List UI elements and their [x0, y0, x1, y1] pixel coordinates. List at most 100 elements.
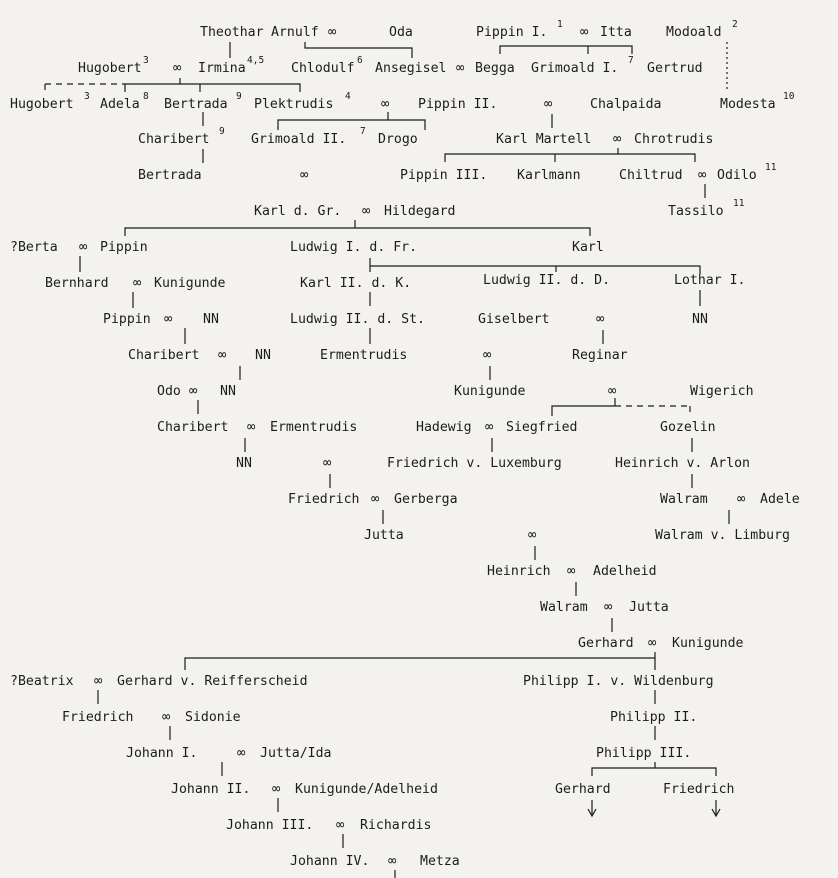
person-metza: Metza	[420, 854, 460, 869]
marriage-symbol: ∞	[613, 131, 622, 147]
person-lothar1: Lothar I.	[674, 273, 745, 288]
person-heinrich: Heinrich	[487, 564, 551, 579]
person-friedrich-2: Friedrich	[62, 710, 133, 725]
person-richardis: Richardis	[360, 818, 431, 833]
marriage-symbol: ∞	[94, 673, 103, 689]
person-philipp1: Philipp I. v. Wildenburg	[523, 674, 714, 689]
person-karlmann: Karlmann	[517, 168, 581, 183]
person-kunigunde-adelheid: Kunigunde/Adelheid	[295, 782, 438, 797]
person-chlodulf: Chlodulf	[291, 61, 355, 76]
person-friedrich: Friedrich	[288, 492, 359, 507]
person-giselbert: Giselbert	[478, 312, 549, 327]
footnote-marker: 10	[783, 91, 795, 102]
person-wigerich: Wigerich	[690, 384, 754, 399]
footnote-marker: 9	[236, 91, 242, 102]
footnote-marker: 2	[732, 19, 738, 30]
person-nn-3: NN	[220, 384, 236, 399]
person-adela: Adela	[100, 97, 140, 112]
person-karl2: Karl II. d. K.	[300, 276, 411, 291]
person-chalpaida: Chalpaida	[590, 97, 661, 112]
person-jutta: Jutta	[364, 528, 404, 543]
marriage-symbol: ∞	[580, 24, 589, 40]
person-plektrudis: Plektrudis	[254, 97, 333, 112]
footnote-marker: 3	[143, 55, 149, 66]
person-johann4: Johann IV.	[290, 854, 369, 869]
person-charibert-2: Charibert	[128, 348, 199, 363]
person-hadewig: Hadewig	[416, 420, 472, 435]
person-chiltrud: Chiltrud	[619, 168, 683, 183]
person-kunigunde-2: Kunigunde	[454, 384, 526, 399]
footnote-marker: 1	[557, 19, 563, 30]
person-sidonie: Sidonie	[185, 710, 241, 725]
marriage-symbol: ∞	[596, 311, 605, 327]
person-karl: Karl	[572, 240, 604, 255]
person-gerhard-reifferscheid: Gerhard v. Reifferscheid	[117, 674, 308, 689]
footnote-marker: 8	[143, 91, 149, 102]
person-modesta: Modesta	[720, 97, 776, 112]
person-charibert-3: Charibert	[157, 420, 228, 435]
person-walram: Walram	[660, 492, 708, 507]
marriage-symbol: ∞	[567, 563, 576, 579]
marriage-symbol: ∞	[737, 491, 746, 507]
marriage-symbol: ∞	[164, 311, 173, 327]
person-nn-lothar: NN	[692, 312, 708, 327]
connector-lines	[44, 42, 730, 878]
marriage-symbol: ∞	[323, 455, 332, 471]
person-friedrich-3: Friedrich	[663, 782, 734, 797]
person-hugobert-son: Hugobert	[10, 97, 74, 112]
person-bernhard: Bernhard	[45, 276, 109, 291]
marriage-symbol: ∞	[362, 203, 371, 219]
marriage-symbol: ∞	[336, 817, 345, 833]
person-pippin3: Pippin III.	[400, 168, 487, 183]
person-odo: Odo	[157, 384, 181, 399]
person-begga: Begga	[475, 61, 515, 76]
person-karl-martell: Karl Martell	[496, 132, 591, 147]
person-ludwig2-dd: Ludwig II. d. D.	[483, 273, 610, 288]
person-gerhard: Gerhard	[578, 636, 634, 651]
marriage-symbol: ∞	[272, 781, 281, 797]
marriage-symbol: ∞	[528, 527, 537, 543]
person-ermentrudis: Ermentrudis	[320, 348, 407, 363]
marriage-symbol: ∞	[648, 635, 657, 651]
person-pippin-italy: Pippin	[100, 240, 148, 255]
marriage-symbol: ∞	[608, 383, 617, 399]
marriage-symbol: ∞	[247, 419, 256, 435]
footnote-marker: 7	[360, 126, 366, 137]
person-ermentrudis-2: Ermentrudis	[270, 420, 357, 435]
person-walram-2: Walram	[540, 600, 588, 615]
marriage-symbol: ∞	[485, 419, 494, 435]
person-ludwig2-st: Ludwig II. d. St.	[290, 312, 425, 327]
person-chrotrudis: Chrotrudis	[634, 132, 713, 147]
person-siegfried: Siegfried	[506, 420, 577, 435]
person-gerhard-2: Gerhard	[555, 782, 611, 797]
person-pippin2: Pippin II.	[418, 97, 497, 112]
footnote-marker: 4	[345, 91, 351, 102]
footnote-markers: 1 2 3 4,5 6 7 3 8 9 4 10 9 7 11 11	[84, 19, 795, 209]
footnote-marker: 4,5	[247, 55, 264, 66]
marriage-symbol: ∞	[483, 347, 492, 363]
footnote-marker: 3	[84, 91, 90, 102]
person-hildegard: Hildegard	[384, 204, 455, 219]
person-philipp2: Philipp II.	[610, 710, 697, 725]
marriage-symbol: ∞	[328, 24, 337, 40]
person-adele: Adele	[760, 492, 800, 507]
person-reginar: Reginar	[572, 348, 628, 363]
person-ansegisel: Ansegisel	[375, 61, 446, 76]
person-philipp3: Philipp III.	[596, 746, 691, 761]
marriage-symbol: ∞	[173, 60, 182, 76]
person-oda: Oda	[389, 25, 413, 40]
person-jutta-2: Jutta	[629, 600, 669, 615]
footnote-marker: 9	[219, 126, 225, 137]
person-berta: ?Berta	[10, 240, 58, 255]
marriage-symbol: ∞	[218, 347, 227, 363]
person-pippin1: Pippin I.	[476, 25, 547, 40]
person-bertrada-2: Bertrada	[138, 168, 202, 183]
person-gozelin: Gozelin	[660, 420, 716, 435]
person-modoald: Modoald	[666, 25, 722, 40]
marriage-symbol: ∞	[381, 96, 390, 112]
marriage-symbol: ∞	[133, 275, 142, 291]
person-irmina: Irmina	[198, 61, 246, 76]
person-grimoald2: Grimoald II.	[251, 132, 346, 147]
person-bertrada: Bertrada	[164, 97, 228, 112]
person-friedrich-luxemburg: Friedrich v. Luxemburg	[387, 456, 562, 471]
